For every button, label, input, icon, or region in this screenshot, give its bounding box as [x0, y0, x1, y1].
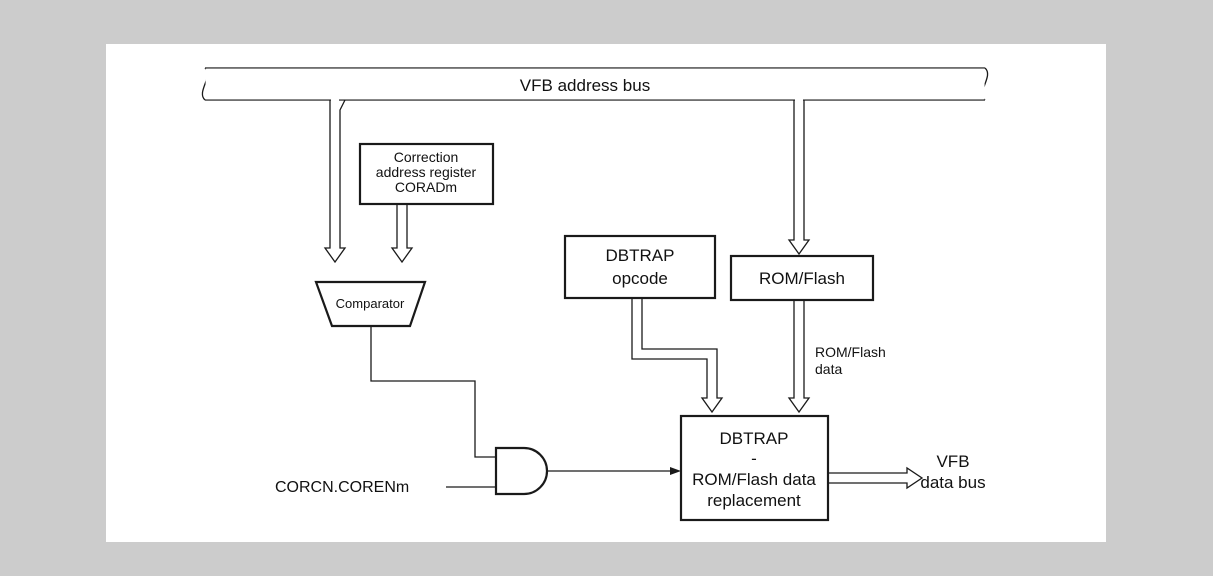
dbtrap-line-2: opcode	[612, 269, 668, 288]
register-to-comparator-arrow	[390, 205, 414, 264]
enable-signal-label: CORCN.CORENm	[275, 479, 409, 496]
rom-data-line-1: ROM/Flash	[815, 344, 886, 360]
dbtrap-to-replacement-arrow	[631, 298, 724, 414]
rom-to-replacement-arrow	[787, 301, 811, 414]
register-line-3: CORADm	[395, 179, 457, 195]
output-line-2: data bus	[920, 473, 985, 492]
register-line-1: Correction	[394, 149, 459, 165]
correction-address-register: Correction address register CORADm	[358, 142, 495, 206]
address-bus-label: VFB address bus	[520, 76, 650, 95]
bus-to-rom-arrow	[787, 99, 811, 256]
comparator-label: Comparator	[336, 296, 405, 311]
replacement-line-2: -	[751, 449, 757, 468]
rom-flash-label: ROM/Flash	[759, 269, 845, 288]
replacement-block: DBTRAP - ROM/Flash data replacement	[679, 414, 830, 522]
bus-to-comparator-arrow	[323, 99, 347, 264]
output-line-1: VFB	[936, 452, 969, 471]
address-bus: VFB address bus	[201, 67, 989, 101]
gate-to-replacement-arrow	[547, 467, 681, 475]
dbtrap-opcode-box: DBTRAP opcode	[563, 234, 717, 300]
comparator: Comparator	[314, 280, 427, 328]
replacement-line-3: ROM/Flash data	[692, 470, 816, 489]
replacement-line-1: DBTRAP	[720, 429, 789, 448]
replacement-line-4: replacement	[707, 491, 801, 510]
and-gate	[494, 446, 549, 496]
dbtrap-line-1: DBTRAP	[606, 246, 675, 265]
rom-flash-box: ROM/Flash	[729, 254, 875, 302]
comparator-to-gate-wire	[370, 326, 496, 458]
register-line-2: address register	[376, 164, 477, 180]
rom-data-line-2: data	[815, 361, 842, 377]
output-arrow	[828, 466, 924, 490]
